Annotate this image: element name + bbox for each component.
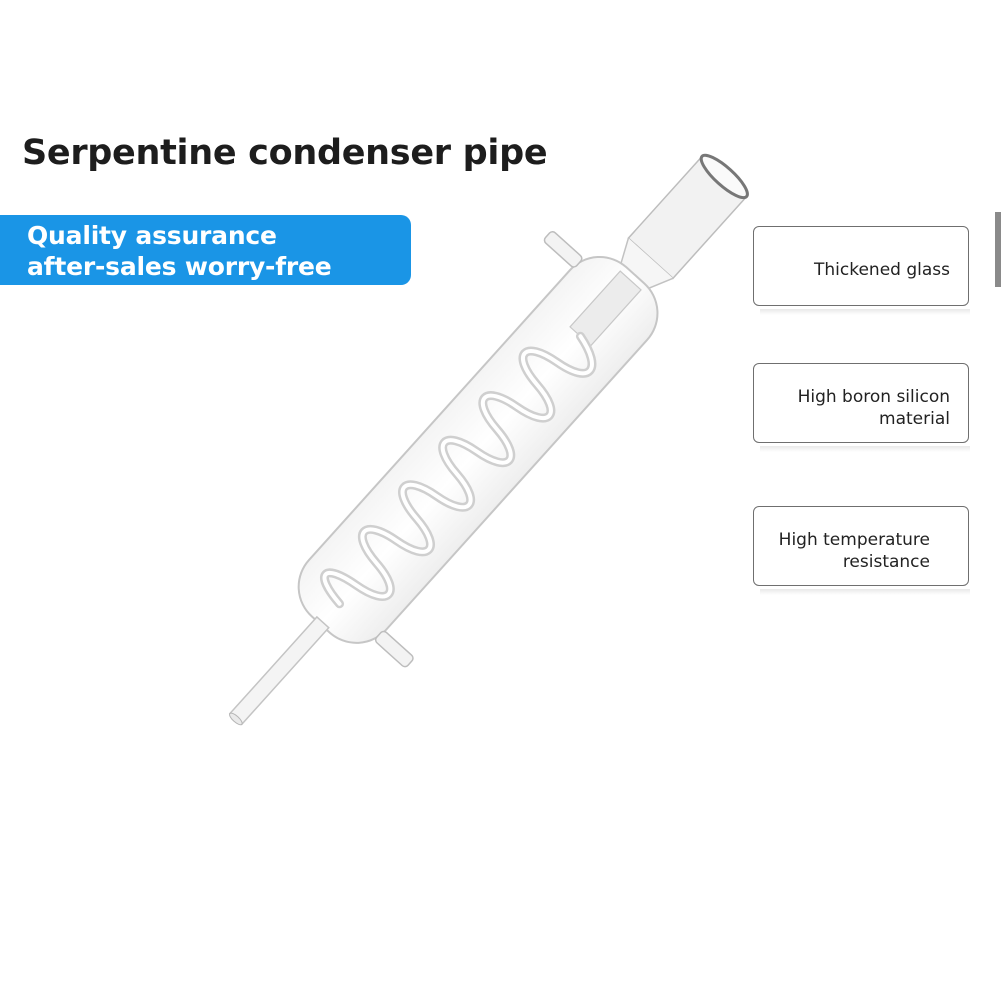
bottom-side-port: [374, 630, 414, 668]
feature-label: High temperature: [778, 530, 930, 550]
feature-label: Thickened glass: [814, 260, 950, 280]
feature-high-boron-silicon: High boron silicon material: [753, 363, 969, 443]
edge-divider: [995, 212, 1001, 287]
banner-line-2: after-sales worry-free: [27, 252, 332, 281]
feature-thickened-glass: Thickened glass: [753, 226, 969, 306]
top-side-port: [543, 230, 583, 268]
quality-banner: Quality assurance after-sales worry-free: [0, 215, 411, 285]
page-title: Serpentine condenser pipe: [22, 133, 548, 173]
feature-label-line2: material: [879, 409, 950, 429]
banner-line-1: Quality assurance: [27, 221, 277, 250]
drip-tip: [228, 615, 330, 726]
feature-high-temperature: High temperature resistance: [753, 506, 969, 586]
feature-label-line2: resistance: [842, 552, 930, 572]
joint-opening: [699, 153, 749, 200]
feature-label: High boron silicon: [797, 387, 950, 407]
